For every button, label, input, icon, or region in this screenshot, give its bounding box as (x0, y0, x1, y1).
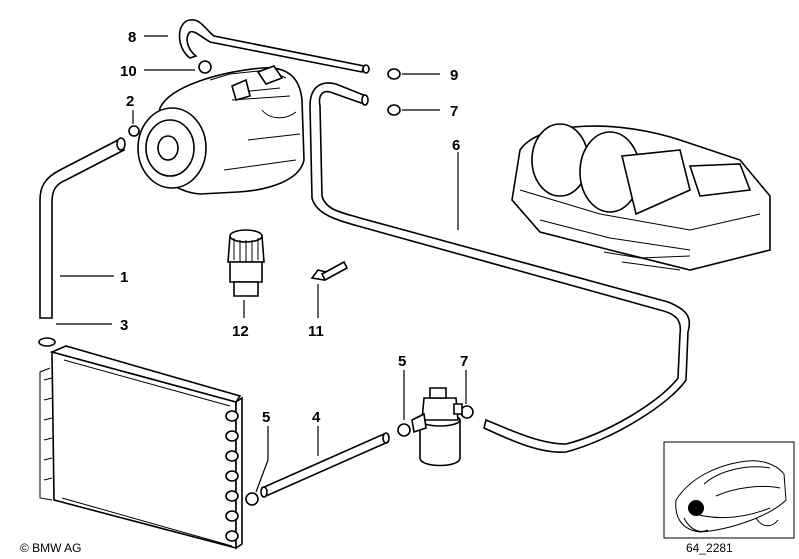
condenser-icon (39, 345, 243, 550)
o-ring-3[interactable] (38, 337, 56, 347)
bolt-icon (310, 260, 349, 282)
hose-8[interactable] (178, 19, 370, 74)
callout-4: 4 (312, 409, 321, 426)
o-ring-5-right[interactable] (397, 423, 411, 437)
car-location-inset (663, 441, 795, 539)
callout-8: 8 (128, 29, 136, 46)
callout-6: 6 (452, 137, 460, 154)
pressure-switch-icon (227, 229, 265, 297)
o-ring-9[interactable] (387, 68, 401, 80)
ac-compressor-icon (137, 65, 305, 195)
callout-10: 10 (120, 63, 137, 80)
o-ring-5-left[interactable] (245, 492, 259, 506)
callout-5-left: 5 (262, 409, 270, 426)
callout-5-right: 5 (398, 353, 406, 370)
leader-lines (56, 35, 467, 493)
hose-1[interactable] (39, 137, 126, 319)
car-location-icon (675, 460, 787, 533)
hose-4[interactable] (260, 432, 390, 498)
callout-11: 11 (308, 323, 324, 340)
callout-3: 3 (120, 317, 128, 334)
callout-2: 2 (126, 93, 134, 110)
callout-9: 9 (450, 67, 458, 84)
hose-6[interactable] (309, 82, 691, 453)
diagram-code: 64_2281 (686, 541, 733, 555)
receiver-dryer-icon (411, 387, 463, 467)
evaporator-housing-icon (511, 123, 771, 271)
callout-7-top: 7 (450, 103, 458, 120)
callout-1: 1 (120, 269, 128, 286)
o-ring-2[interactable] (128, 125, 140, 137)
o-ring-10[interactable] (198, 60, 212, 74)
callout-12: 12 (232, 323, 249, 340)
copyright-text: © BMW AG (20, 541, 82, 555)
callout-7-bottom: 7 (460, 353, 468, 370)
o-ring-7-top[interactable] (387, 104, 401, 116)
